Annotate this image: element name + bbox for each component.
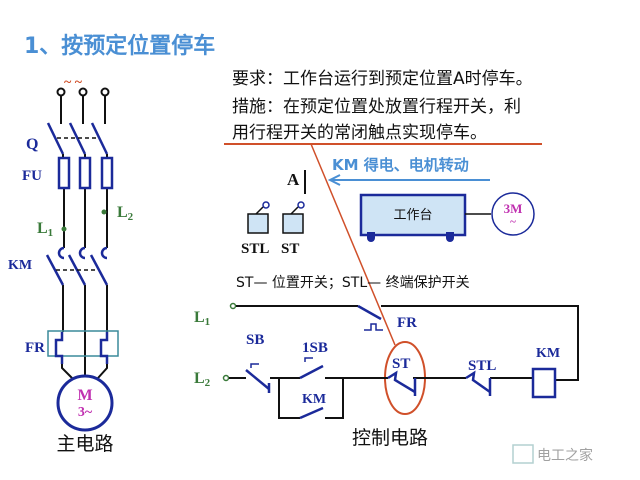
sketch-motor-icon [491,192,535,236]
stl-sketch-label: STL [241,241,269,257]
control-circuit: L1 L2 [194,302,579,449]
sketch-motor-label: 3M [504,201,523,216]
red-pointer-line [310,143,396,346]
ctrl-l1-label: L1 [194,309,210,328]
st-sketch-label: ST [281,241,299,257]
measure-text-1: 措施：在预定位置处放置行程开关，利 [232,97,521,117]
workbench-label: 工作台 [393,208,432,223]
position-a-label: A [287,170,300,189]
l2-label: L2 [117,204,134,223]
km-main-contacts [45,246,109,286]
motor-icon [56,374,114,432]
fuses [57,156,114,190]
stl-label: STL [468,358,496,374]
km-coil [531,367,557,399]
motor-m-label: M [77,387,92,404]
ctrl-l2-label: L2 [194,370,211,389]
watermark-text: 电工之家 [537,447,593,464]
motor-phase-label: 3~ [78,405,93,420]
watermark: 电工之家 [512,444,593,464]
l1-label: L1 [37,220,53,239]
q-label: Q [26,136,38,153]
stl-nc-contact [465,370,492,396]
fr-label: FR [25,340,45,356]
requirement-text: 要求：工作台运行到预定位置A时停车。 [232,69,533,89]
sketch-motor-ac: ~ [510,216,516,228]
sb-label: SB [246,332,264,348]
arrow-label: KM 得电、电机转动 [332,156,469,174]
fr-nc-contact [357,304,382,321]
supply-symbol: ~ ~ [64,75,83,90]
sb-stop-button [245,363,271,393]
km-label: KM [8,258,32,273]
layout-sketch: A KM 得电、电机转动 STL ST 工作台 3M ~ ST— 位置开关；ST… [236,156,535,291]
fr-thermal-relay [47,330,119,357]
ctrl-fr-label: FR [397,315,417,331]
control-circuit-caption: 控制电路 [352,427,428,449]
st-nc-contact [387,370,417,396]
main-circuit: ~ ~ Q FU L2 L1 KM [8,75,134,455]
switch-legend: ST— 位置开关；STL— 终端保护开关 [236,275,470,291]
limit-switch-icons [247,201,305,234]
km-hold-label: KM [302,392,326,407]
measure-text-2: 用行程开关的常闭触点实现停车。 [232,123,487,143]
km-coil-label: KM [536,346,560,361]
st-label: ST [392,356,410,372]
q-switch [46,122,109,155]
fu-label: FU [22,168,42,184]
workbench [359,193,467,237]
1sb-label: 1SB [302,340,328,356]
km-hold-contact [299,406,324,420]
slide-title: 1、按预定位置停车 [24,33,215,59]
main-circuit-caption: 主电路 [56,433,113,455]
1sb-start-button [299,357,324,380]
